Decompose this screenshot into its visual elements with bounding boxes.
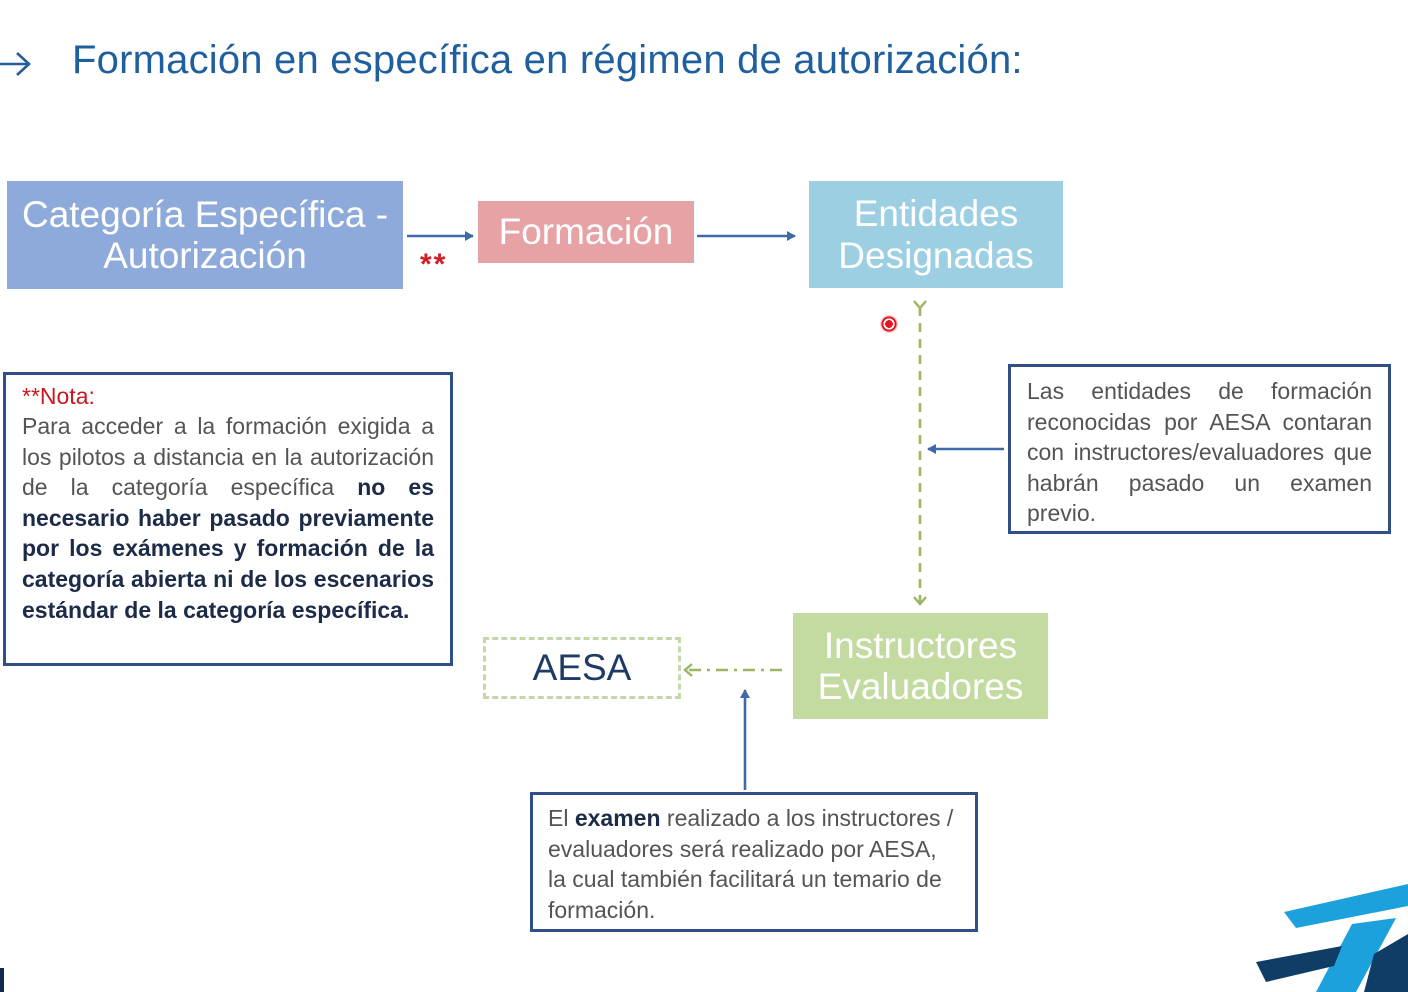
note-heading: **Nota: [22, 383, 95, 409]
node-categoria-line1: Categoría Específica - [21, 193, 389, 235]
exam-note-text: El examen realizado a los instructores /… [548, 803, 960, 925]
node-instructores-line1: Instructores [823, 624, 1018, 666]
exam-note-after: realizado a los instructores / evaluador… [548, 805, 954, 923]
note-asterisks: ** [420, 248, 448, 281]
node-categoria-especifica: Categoría Específica - Autorización [7, 181, 403, 289]
node-categoria-line2: Autorización [103, 235, 307, 276]
node-instructores-evaluadores: Instructores Evaluadores [793, 613, 1048, 719]
node-formacion-label: Formación [498, 211, 674, 253]
note-box: **Nota: Para acceder a la formación exig… [3, 372, 453, 666]
exam-note-before: El [548, 805, 575, 831]
note-text: Para acceder a la formación exigida a lo… [22, 411, 434, 625]
edge-mark-icon [0, 968, 4, 992]
right-arrow-icon [0, 52, 31, 76]
node-instructores-line2: Evaluadores [817, 666, 1024, 707]
entidades-note-text: Las entidades de formación reconocidas p… [1027, 378, 1372, 526]
page-title: Formación en específica en régimen de au… [72, 38, 1023, 82]
node-aesa: AESA [483, 637, 681, 699]
brand-logo-icon [1256, 884, 1408, 992]
entidades-note-box: Las entidades de formación reconocidas p… [1008, 364, 1391, 534]
exam-note-emphasis: examen [574, 805, 661, 831]
exam-note-box: El examen realizado a los instructores /… [530, 792, 978, 932]
node-entidades-designadas: Entidades Designadas [809, 181, 1063, 288]
note-text-plain: Para acceder a la formación exigida a lo… [22, 413, 434, 501]
node-entidades-line1: Entidades [853, 193, 1019, 235]
node-aesa-label: AESA [532, 647, 632, 689]
note-text-emphasis: no es necesario haber pasado previamente… [22, 474, 435, 623]
node-entidades-line2: Designadas [838, 234, 1034, 276]
pointer-dot-icon [880, 315, 898, 333]
node-formacion: Formación [478, 201, 694, 263]
